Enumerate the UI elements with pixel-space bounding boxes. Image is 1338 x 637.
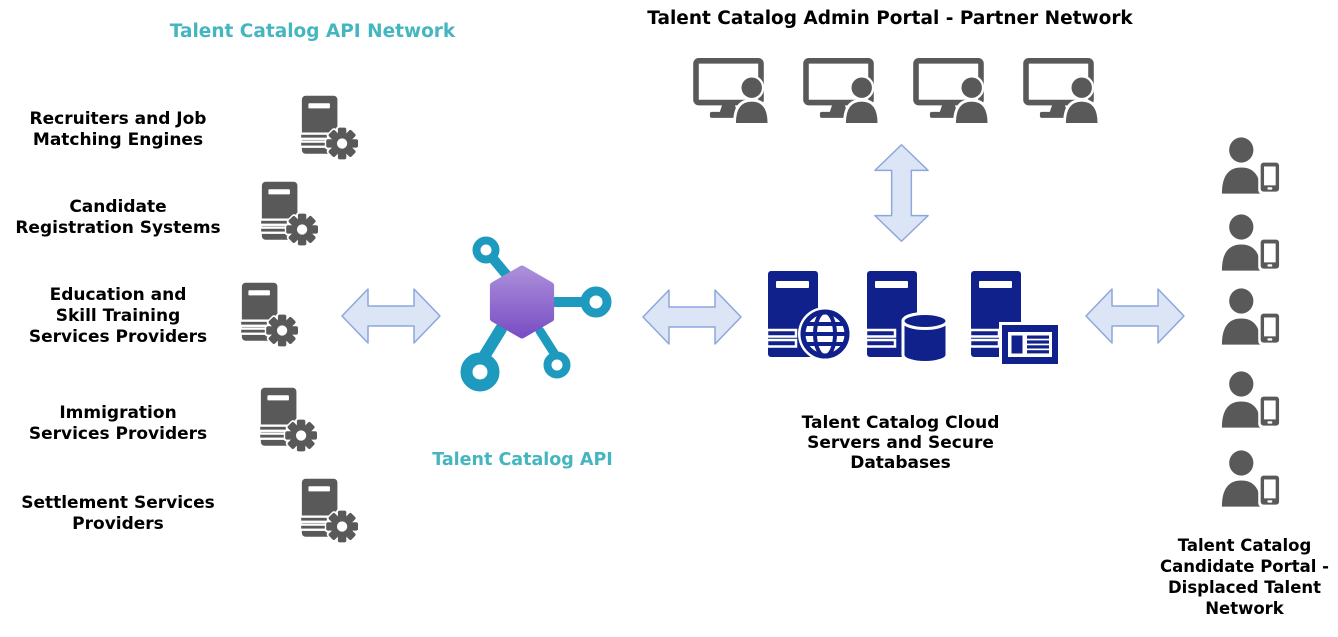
- monitor-user-icon: [803, 58, 887, 123]
- server-gear-icon: [300, 477, 358, 546]
- server-gear-icon: [259, 386, 317, 455]
- partner-system-label-recruiters: Recruiters and Job Matching Engines: [29, 109, 207, 150]
- double-arrow-right-icon: [1085, 284, 1185, 348]
- api-network-title: Talent Catalog API Network: [169, 21, 456, 42]
- double-arrow-middle-icon: [642, 285, 742, 349]
- api-hub-icon: [440, 225, 620, 405]
- server-gear-icon: [260, 180, 318, 249]
- monitor-user-icon: [693, 58, 777, 123]
- user-smartphone-icon: [1219, 137, 1281, 194]
- user-smartphone-icon: [1219, 214, 1281, 271]
- partner-system-label-education: Education and Skill Training Services Pr…: [28, 285, 208, 347]
- double-arrow-left-icon: [341, 284, 441, 348]
- server-gear-icon: [300, 94, 358, 163]
- server-card-icon: [971, 271, 1059, 365]
- monitor-user-icon: [1023, 58, 1107, 123]
- partner-system-label-registration: Candidate Registration Systems: [15, 197, 221, 238]
- candidate-portal-label: Talent Catalog Candidate Portal - Displa…: [1159, 536, 1330, 618]
- user-smartphone-icon: [1219, 371, 1281, 428]
- api-hub-label: Talent Catalog API: [432, 450, 613, 470]
- admin-portal-title: Talent Catalog Admin Portal - Partner Ne…: [647, 8, 1133, 29]
- user-smartphone-icon: [1219, 450, 1281, 507]
- cloud-servers-label: Talent Catalog Cloud Servers and Secure …: [801, 413, 1000, 473]
- user-smartphone-icon: [1219, 288, 1281, 345]
- monitor-user-icon: [913, 58, 997, 123]
- partner-system-label-immigration: Immigration Services Providers: [28, 403, 208, 444]
- partner-system-label-settlement: Settlement Services Providers: [21, 493, 215, 534]
- server-gear-icon: [240, 281, 298, 350]
- double-arrow-vertical-icon: [870, 143, 933, 243]
- server-globe-icon: [768, 271, 852, 365]
- server-database-icon: [867, 271, 951, 365]
